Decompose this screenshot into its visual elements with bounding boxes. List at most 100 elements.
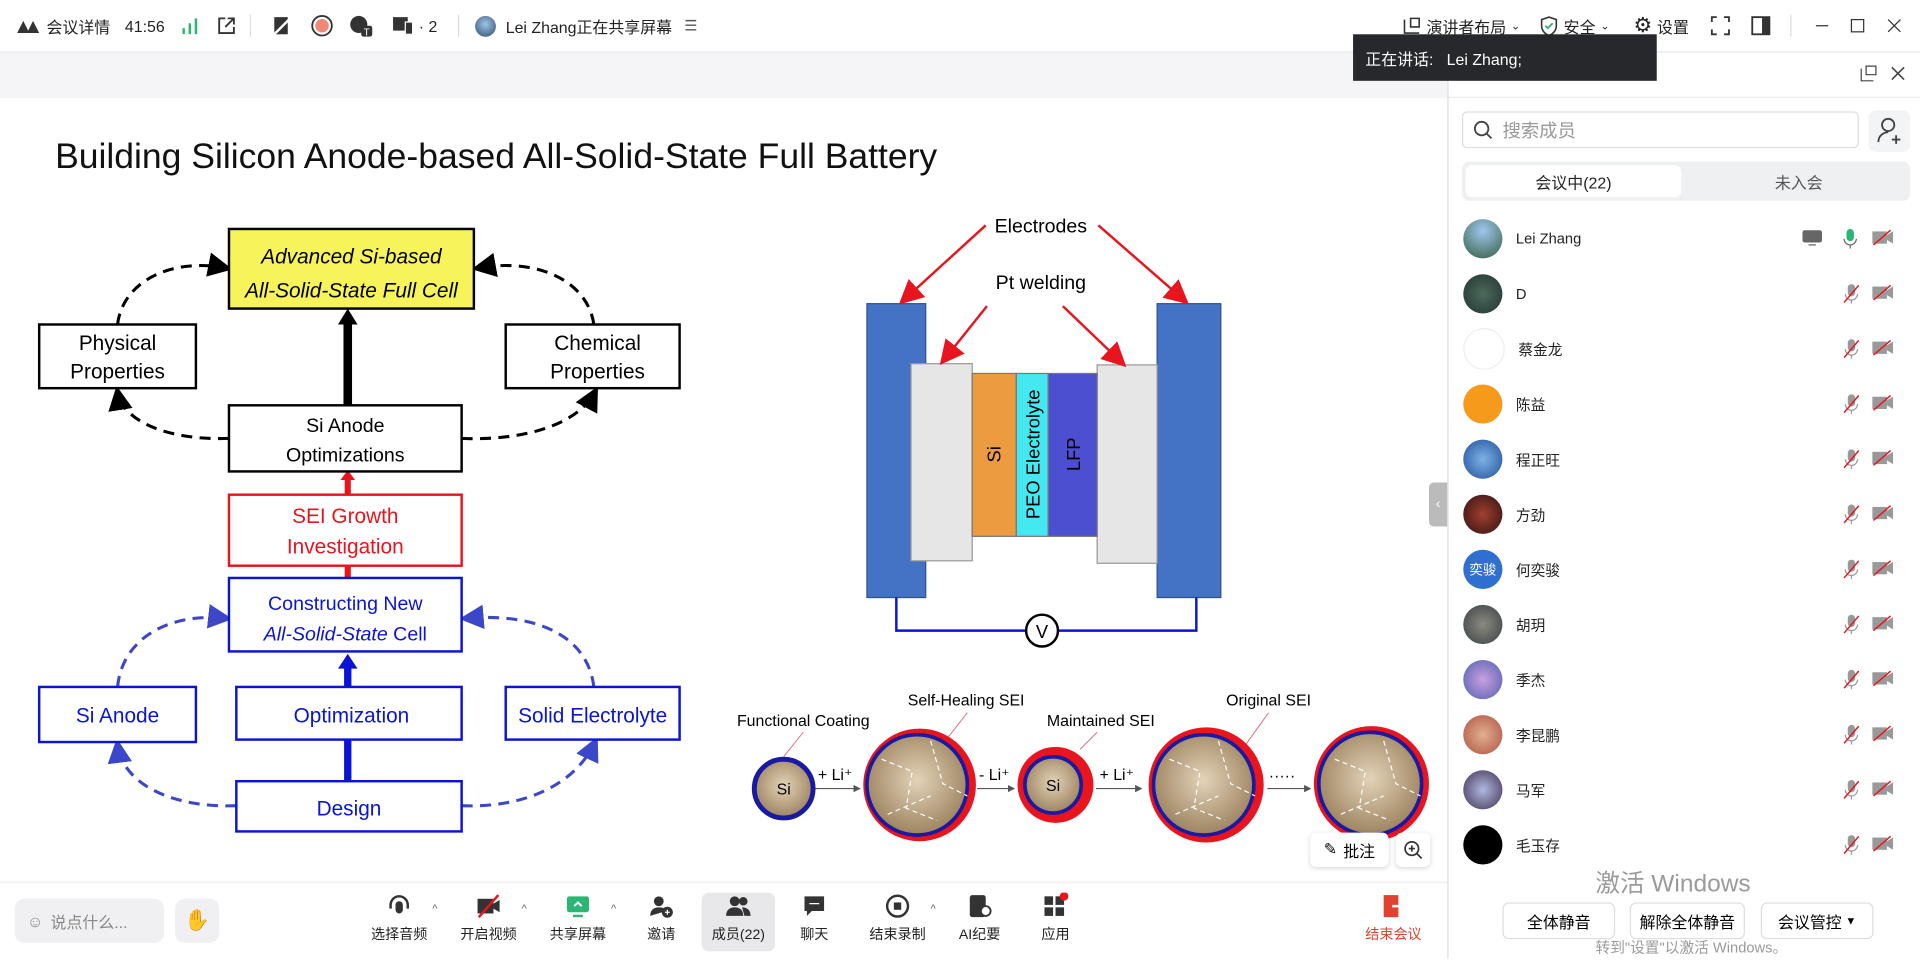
video-off-icon[interactable] <box>1872 394 1894 417</box>
video-off-icon[interactable] <box>1872 284 1894 307</box>
mic-muted-icon[interactable] <box>1843 835 1860 861</box>
video-off-icon[interactable] <box>1872 504 1894 527</box>
chevron-down-icon: ⌄ <box>1600 18 1610 32</box>
member-row[interactable]: 李昆鹏 <box>1463 710 1904 759</box>
member-row[interactable]: 陈益 <box>1463 380 1904 429</box>
zoom-in-button[interactable] <box>1395 832 1431 867</box>
audio-caret-icon[interactable]: ^ <box>432 902 438 915</box>
menu-icon[interactable]: ☰ <box>684 17 698 35</box>
record-caret-icon[interactable]: ^ <box>930 902 936 915</box>
member-row[interactable]: 马军 <box>1463 765 1904 814</box>
close-icon[interactable] <box>1887 0 1902 51</box>
settings-button[interactable]: ⚙设置 <box>1633 0 1688 51</box>
video-off-icon[interactable] <box>1872 670 1894 693</box>
layout-button[interactable]: 演讲者布局⌄ <box>1402 0 1520 51</box>
share-screen-button[interactable]: 共享屏幕 <box>544 893 613 952</box>
feedback-loop-arrows <box>108 252 598 441</box>
mic-muted-icon[interactable] <box>1843 504 1860 530</box>
popout-icon[interactable] <box>217 0 237 51</box>
member-row[interactable]: 毛玉存 <box>1463 820 1904 869</box>
mic-muted-icon[interactable] <box>1843 559 1860 586</box>
video-button[interactable]: 开启视频 <box>454 893 523 952</box>
invite-icon <box>650 896 673 918</box>
mic-muted-icon[interactable] <box>1843 724 1860 751</box>
slide: Building Silicon Anode-based All-Solid-S… <box>37 136 1429 843</box>
avatar <box>1463 825 1503 865</box>
member-row[interactable]: Lei Zhang <box>1463 214 1904 263</box>
plus-li-label: + Li⁺ <box>818 767 852 784</box>
member-row[interactable]: 季杰 <box>1463 655 1904 704</box>
video-off-icon[interactable] <box>1872 449 1894 472</box>
annotate-button[interactable]: ✎批注 <box>1310 832 1389 867</box>
chat-button[interactable]: 聊天 <box>780 893 849 952</box>
ai-minutes-button[interactable]: AI纪要 <box>945 893 1014 952</box>
collapse-panel-handle[interactable]: ‹ <box>1428 482 1448 527</box>
sidebar-toggle-icon[interactable] <box>1751 0 1771 51</box>
video-off-icon[interactable] <box>1872 835 1894 858</box>
sei-line2: Investigation <box>287 535 404 558</box>
tab-in-meeting[interactable]: 会议中(22) <box>1465 165 1682 198</box>
member-row[interactable]: 方劲 <box>1463 490 1904 539</box>
sharing-status[interactable]: Lei Zhang正在共享屏幕 ☰ <box>475 0 697 51</box>
devices-indicator[interactable]: · 2 <box>392 0 437 51</box>
recording-icon[interactable] <box>311 0 333 51</box>
mic-on-icon[interactable] <box>1843 228 1858 255</box>
chat-input[interactable]: ☺说点什么... <box>14 898 165 943</box>
members-button[interactable]: 成员(22) <box>701 892 776 952</box>
apps-button[interactable]: 应用 <box>1021 892 1090 952</box>
video-off-icon[interactable] <box>1872 560 1894 583</box>
invite-button[interactable]: 邀请 <box>627 893 696 952</box>
avatar <box>1463 384 1503 424</box>
speaking-tooltip: 正在讲话: Lei Zhang; <box>1353 34 1657 81</box>
mic-muted-icon[interactable] <box>1843 394 1860 420</box>
fullscreen-icon[interactable] <box>1710 0 1731 51</box>
maximize-icon[interactable] <box>1850 0 1865 51</box>
member-search-input[interactable]: 搜索成员 <box>1462 111 1859 149</box>
share-caret-icon[interactable]: ^ <box>611 902 617 915</box>
meeting-info-button[interactable]: 会议详情 <box>17 0 110 51</box>
mic-muted-icon[interactable] <box>1843 284 1860 310</box>
minimize-icon[interactable] <box>1815 0 1830 51</box>
construct-box <box>227 576 463 653</box>
video-off-icon[interactable] <box>1872 615 1894 638</box>
stop-recording-button[interactable]: 结束录制 <box>863 893 932 952</box>
member-row[interactable]: 蔡金龙 <box>1463 324 1904 373</box>
add-member-button[interactable] <box>1868 110 1911 152</box>
search-placeholder: 搜索成员 <box>1502 120 1576 142</box>
video-off-icon[interactable] <box>1872 725 1894 748</box>
layout-icon <box>1403 17 1420 34</box>
video-off-icon <box>477 894 500 918</box>
member-name: 蔡金龙 <box>1518 341 1563 359</box>
member-row[interactable]: 奕骏何奕骏 <box>1463 545 1904 594</box>
optimization-label: Optimization <box>294 704 410 727</box>
meeting-controls-button[interactable]: 会议管控▼ <box>1760 902 1874 940</box>
physical-line2: Properties <box>70 360 165 383</box>
member-row[interactable]: D <box>1463 269 1904 318</box>
signal-icon[interactable] <box>181 0 198 51</box>
member-row[interactable]: 程正旺 <box>1463 435 1904 484</box>
end-meeting-button[interactable]: 结束会议 <box>1359 893 1428 952</box>
mic-muted-icon[interactable] <box>1843 449 1860 475</box>
video-caret-icon[interactable]: ^ <box>521 902 527 915</box>
hidden-video-icon[interactable] <box>272 0 294 51</box>
mic-muted-icon[interactable] <box>1843 669 1860 696</box>
popout-panel-icon[interactable] <box>1860 65 1877 88</box>
member-row[interactable]: 胡玥 <box>1463 600 1904 649</box>
avatar: 奕骏 <box>1463 549 1503 589</box>
member-name: 李昆鹏 <box>1515 726 1561 744</box>
mute-all-button[interactable]: 全体静音 <box>1502 902 1616 940</box>
tab-not-joined[interactable]: 未入会 <box>1774 173 1823 192</box>
mic-muted-icon[interactable] <box>1843 339 1860 365</box>
physical-properties-box <box>37 323 198 390</box>
transcription-icon[interactable]: T <box>349 0 373 51</box>
headset-icon <box>389 895 409 914</box>
video-off-icon[interactable] <box>1872 780 1894 803</box>
video-off-icon[interactable] <box>1872 229 1894 252</box>
close-panel-icon[interactable] <box>1889 65 1906 88</box>
audio-button[interactable]: 选择音频 <box>365 893 434 952</box>
video-off-icon[interactable] <box>1872 339 1894 362</box>
mic-muted-icon[interactable] <box>1843 614 1860 641</box>
raise-hand-button[interactable]: ✋ <box>175 898 220 943</box>
unmute-all-button[interactable]: 解除全体静音 <box>1629 902 1745 940</box>
mic-muted-icon[interactable] <box>1843 780 1860 806</box>
